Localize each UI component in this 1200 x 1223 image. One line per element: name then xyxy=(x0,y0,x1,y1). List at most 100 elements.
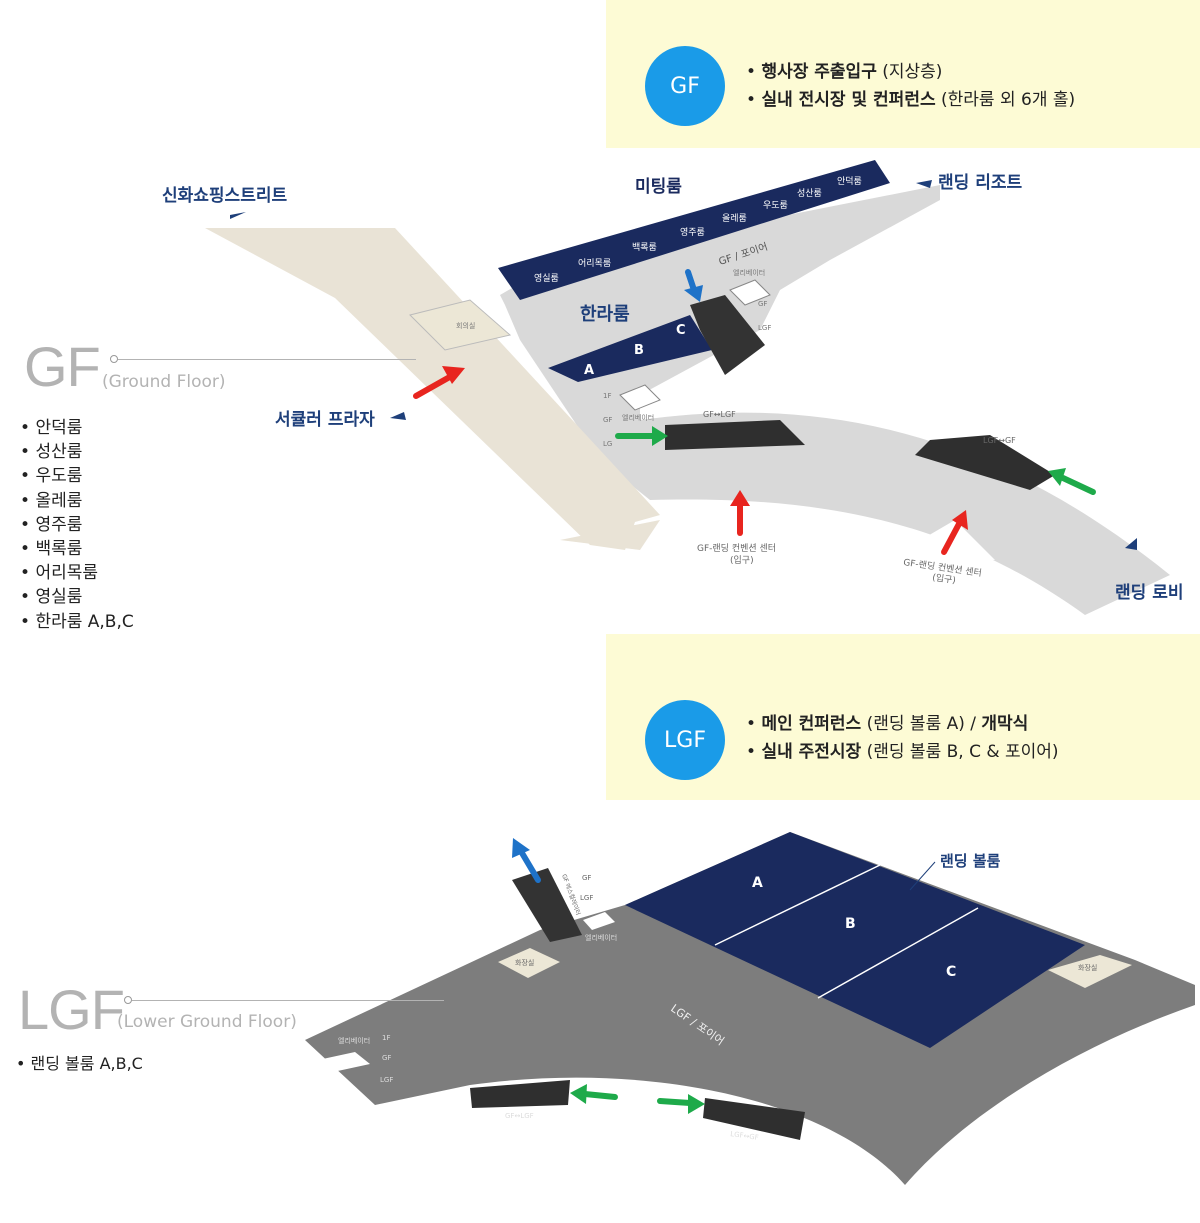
gf-info-bold: 행사장 주출입구 xyxy=(761,62,877,82)
hallaroom-part: A xyxy=(584,363,594,378)
lgf-floor-line xyxy=(132,1000,444,1001)
gf-info-item: 행사장 주출입구 (지상층) xyxy=(746,58,1075,86)
escalator-gf-lgf xyxy=(470,1080,570,1108)
gf-restroom-label: 회의실 xyxy=(456,321,475,330)
ballroom-divider xyxy=(714,864,881,946)
lgf-info-item: 메인 컨퍼런스 (랜딩 볼룸 A) / 개막식 xyxy=(746,710,1059,738)
route-arrow-green xyxy=(657,1098,693,1106)
escalator-lgf-gf xyxy=(915,435,1055,490)
shinhwa-label: 신화쇼핑스트리트 xyxy=(162,186,287,206)
lgf-elevator-label: 엘리베이터 xyxy=(338,1036,370,1045)
lgf-elevator-box xyxy=(318,1052,370,1072)
gf-room-item: 한라룸 A,B,C xyxy=(20,610,133,634)
lgf-info-bold: 개막식 xyxy=(981,714,1029,734)
gf-room-item: 영실룸 xyxy=(20,585,134,609)
gf-room-list: 안덕룸 성산룸 우도룸 올레룸 영주룸 백록룸 어리목룸 영실룸 한라룸 A,B… xyxy=(20,416,134,634)
lgf-restroom-box xyxy=(498,948,560,978)
gf-escalator-label: GF↔LGF xyxy=(703,410,736,419)
gf-floor-name: (Ground Floor) xyxy=(102,372,226,392)
meeting-room-label: 올레룸 xyxy=(722,213,747,224)
lgf-escalator-up xyxy=(512,868,582,942)
gf-info-rest: (지상층) xyxy=(876,62,943,82)
gf-room-item: 영주룸 xyxy=(20,513,134,537)
entry-arrow-red-head xyxy=(952,510,968,530)
gf-elevator-label: 엘리베이터 xyxy=(733,268,765,277)
escalator-gf-lgf xyxy=(665,420,805,450)
ballroom-pointer xyxy=(909,861,936,891)
gf-restroom-box xyxy=(409,299,512,351)
lgf-info-rest: (랜딩 볼룸 A) / xyxy=(861,714,982,734)
lgf-badge: LGF xyxy=(645,700,725,780)
gf-room-item: 어리목룸 xyxy=(20,561,134,585)
route-arrow-blue xyxy=(685,269,697,293)
route-arrow-green xyxy=(1060,475,1096,495)
lgf-info-panel: LGF 메인 컨퍼런스 (랜딩 볼룸 A) / 개막식 실내 주전시장 (랜딩 … xyxy=(606,634,1200,800)
landing-resort-pointer xyxy=(916,180,932,188)
lgf-lift-label: LGF xyxy=(380,1076,393,1084)
route-arrow-green-head xyxy=(1048,468,1066,486)
gf-info-item: 실내 전시장 및 컨퍼런스 (한라룸 외 6개 홀) xyxy=(746,86,1075,114)
gf-info-rest: (한라룸 외 6개 홀) xyxy=(935,90,1076,110)
gf-lift-label: LGF xyxy=(758,324,771,332)
gf-floor-line xyxy=(118,359,416,360)
gf-floor xyxy=(500,185,1170,615)
gf-lift-label: LG xyxy=(603,440,612,448)
lgf-info-list: 메인 컨퍼런스 (랜딩 볼룸 A) / 개막식 실내 주전시장 (랜딩 볼룸 B… xyxy=(746,710,1059,766)
meeting-room-title: 미팅룸 xyxy=(635,177,682,197)
route-arrow-blue-head xyxy=(512,838,530,858)
lgf-floor-name: (Lower Ground Floor) xyxy=(117,1012,297,1032)
gf-info-list: 행사장 주출입구 (지상층) 실내 전시장 및 컨퍼런스 (한라룸 외 6개 홀… xyxy=(746,58,1075,114)
gf-room-item: 성산룸 xyxy=(20,440,134,464)
ballroom-part: C xyxy=(946,964,956,980)
landing-ballroom xyxy=(625,832,1085,1048)
lgf-map: A B C 랜딩 볼룸 LGF / 포이어 화장실 화장실 엘리베이터 엘리베이… xyxy=(305,832,1195,1185)
landing-lobby-label: 랜딩 로비 xyxy=(1115,583,1183,603)
lgf-info-item: 실내 주전시장 (랜딩 볼룸 B, C & 포이어) xyxy=(746,738,1059,766)
lgf-lift-label: GF xyxy=(582,874,591,882)
lgf-restroom-box xyxy=(1048,955,1132,988)
gf-entrance-notch xyxy=(895,520,995,560)
gf-room-item: 안덕룸 xyxy=(20,416,134,440)
lgf-escalator-label: LGF↔GF xyxy=(730,1130,760,1142)
entry-arrow-red-head xyxy=(730,490,750,506)
hallaroom-title: 한라룸 xyxy=(580,304,630,325)
gf-entrance-label: (입구) xyxy=(730,554,754,566)
lgf-info-bold: 실내 주전시장 xyxy=(761,742,862,762)
hallaroom-part: B xyxy=(634,343,644,358)
lgf-room-list: 랜딩 볼룸 A,B,C xyxy=(16,1052,143,1076)
gf-room-item: 우도룸 xyxy=(20,464,134,488)
gf-map: 안덕룸 성산룸 우도룸 올레룸 영주룸 백록룸 어리목룸 영실룸 A B C 신… xyxy=(162,160,1183,615)
gf-room-item: 백록룸 xyxy=(20,537,134,561)
route-arrow-blue-head xyxy=(684,285,703,302)
escalator-lgf-gf xyxy=(703,1098,805,1140)
gf-escalator-stair xyxy=(690,295,765,375)
gf-lift-label: 1F xyxy=(603,392,611,400)
route-arrow-green-head xyxy=(652,426,668,446)
meeting-room-label: 안덕룸 xyxy=(837,176,862,187)
gf-badge: GF xyxy=(645,46,725,126)
meeting-room-label: 성산룸 xyxy=(797,188,822,199)
gf-elevator-box xyxy=(619,384,661,411)
gf-elevator-label: 엘리베이터 xyxy=(622,413,654,422)
gf-room-item: 올레룸 xyxy=(20,489,134,513)
route-arrow-green-head xyxy=(688,1094,705,1114)
gf-escalator-label: LGF↔GF xyxy=(983,436,1016,445)
landing-resort-label: 랜딩 리조트 xyxy=(938,173,1022,193)
lgf-escalator-label: GF↔LGF xyxy=(505,1112,534,1120)
lgf-restroom-label: 화장실 xyxy=(515,958,534,967)
seoquiler-label: 서큘러 프라자 xyxy=(275,410,375,430)
entry-arrow-red-head xyxy=(442,366,465,384)
route-arrow-blue xyxy=(519,850,541,883)
meeting-room-strip xyxy=(498,160,890,300)
lgf-info-rest: (랜딩 볼룸 B, C & 포이어) xyxy=(861,742,1059,762)
seoquiler-pointer xyxy=(390,412,406,420)
lgf-floor-dot xyxy=(124,996,132,1004)
gf-entrance-label: GF-랜딩 컨벤션 센터 xyxy=(697,543,776,554)
meeting-room-label: 우도룸 xyxy=(763,200,788,211)
gf-street-arrow xyxy=(560,520,660,550)
ballroom-part: A xyxy=(752,875,763,891)
gf-info-panel: GF 행사장 주출입구 (지상층) 실내 전시장 및 컨퍼런스 (한라룸 외 6… xyxy=(606,0,1200,148)
route-arrow-green xyxy=(582,1091,618,1100)
lgf-lift-label: GF xyxy=(382,1054,391,1062)
meeting-room-label: 백록룸 xyxy=(632,242,657,253)
